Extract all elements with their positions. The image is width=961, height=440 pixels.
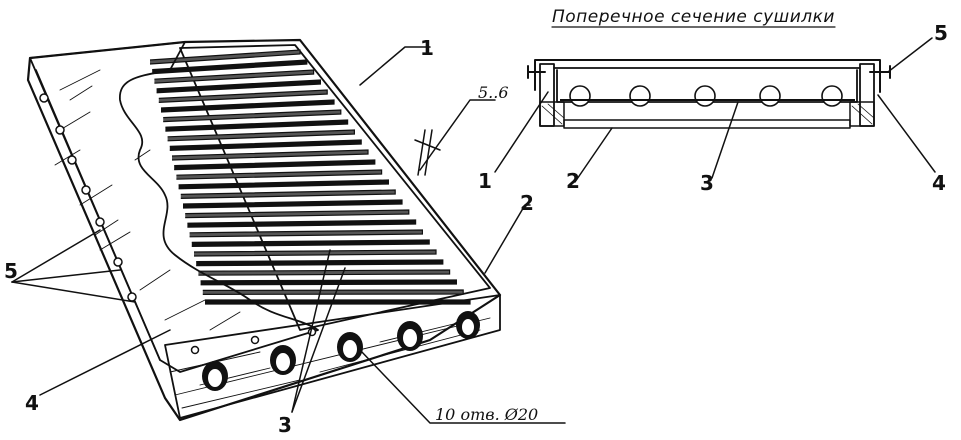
front-wooden-side: [164, 294, 501, 419]
slat: [193, 249, 437, 257]
section-screw-left: [527, 65, 546, 79]
slat: [187, 219, 417, 228]
slat: [182, 199, 403, 209]
slat: [176, 169, 383, 180]
section-right-wall: [859, 63, 875, 127]
slat: [200, 279, 457, 286]
screw-holes-left: [39, 93, 317, 355]
slat: [171, 149, 369, 161]
slat: [165, 119, 349, 132]
slat: [174, 159, 376, 171]
slat: [178, 179, 389, 190]
tube: [759, 85, 781, 107]
callout-2-section: 2: [566, 169, 580, 193]
tube: [629, 85, 651, 107]
screw-hole: [190, 345, 200, 355]
vent-hole: [403, 329, 417, 347]
section-left-block: [539, 101, 565, 127]
box-outline: [26, 38, 502, 422]
vent-hole: [276, 353, 290, 371]
section-left-wall: [539, 63, 555, 127]
callout-5-section: 5: [934, 21, 948, 45]
slat: [169, 139, 362, 151]
callout-1-section: 1: [478, 169, 492, 193]
screw-hole: [55, 125, 65, 135]
slat: [167, 129, 355, 142]
screw-hole: [127, 292, 137, 302]
slat: [196, 259, 444, 267]
dimension-gap: 5..6: [478, 83, 509, 102]
slat: [152, 59, 308, 75]
screw-hole: [67, 155, 77, 165]
screw-hole: [81, 185, 91, 195]
holes-note: 10 отв. Ø20: [435, 405, 538, 424]
vent-hole: [462, 319, 474, 335]
screw-hole: [39, 93, 49, 103]
callout-3-section: 3: [700, 171, 714, 195]
slat: [191, 239, 430, 247]
callout-4-iso: 4: [25, 391, 39, 415]
slat: [205, 299, 471, 305]
tray-slats: [149, 49, 471, 305]
callout-4-section: 4: [932, 171, 946, 195]
section-tubes: [560, 85, 855, 107]
slat: [158, 89, 328, 103]
cross-section-view: Поперечное сечение сушилки 1 2 3 4: [478, 7, 948, 195]
section-cover: [534, 59, 881, 93]
left-edge-band: [35, 69, 161, 361]
slat: [160, 99, 335, 113]
section-screw-right: [869, 65, 891, 79]
callout-1-iso: 1: [420, 36, 434, 60]
section-leaders: [494, 37, 936, 183]
section-right-block: [849, 101, 875, 127]
screw-hole: [95, 217, 105, 227]
cloth-cover: [29, 41, 319, 373]
vent-hole: [208, 369, 222, 387]
slat: [163, 109, 342, 123]
vent-holes: [202, 311, 480, 391]
isometric-view: 1 2 3 4 5 5..6 10 отв. Ø20: [4, 36, 566, 437]
vent-hole: [343, 340, 357, 358]
slat: [154, 69, 315, 84]
slat: [202, 289, 464, 295]
screw-hole: [250, 335, 260, 345]
slat: [156, 79, 321, 94]
callout-5-iso: 5: [4, 259, 18, 283]
tube: [694, 85, 716, 107]
tube: [821, 85, 843, 107]
cloth-hatching: [54, 69, 241, 331]
cross-section-title: Поперечное сечение сушилки: [552, 7, 835, 27]
screw-hole: [113, 257, 123, 267]
callout-3-iso: 3: [278, 413, 292, 437]
slat: [149, 49, 301, 65]
leader-lines: [11, 46, 566, 424]
slat: [189, 229, 423, 238]
tube: [569, 85, 591, 107]
callout-2-iso: 2: [520, 191, 534, 215]
slat: [180, 189, 396, 199]
slat: [185, 209, 410, 219]
section-bottom: [563, 119, 851, 129]
